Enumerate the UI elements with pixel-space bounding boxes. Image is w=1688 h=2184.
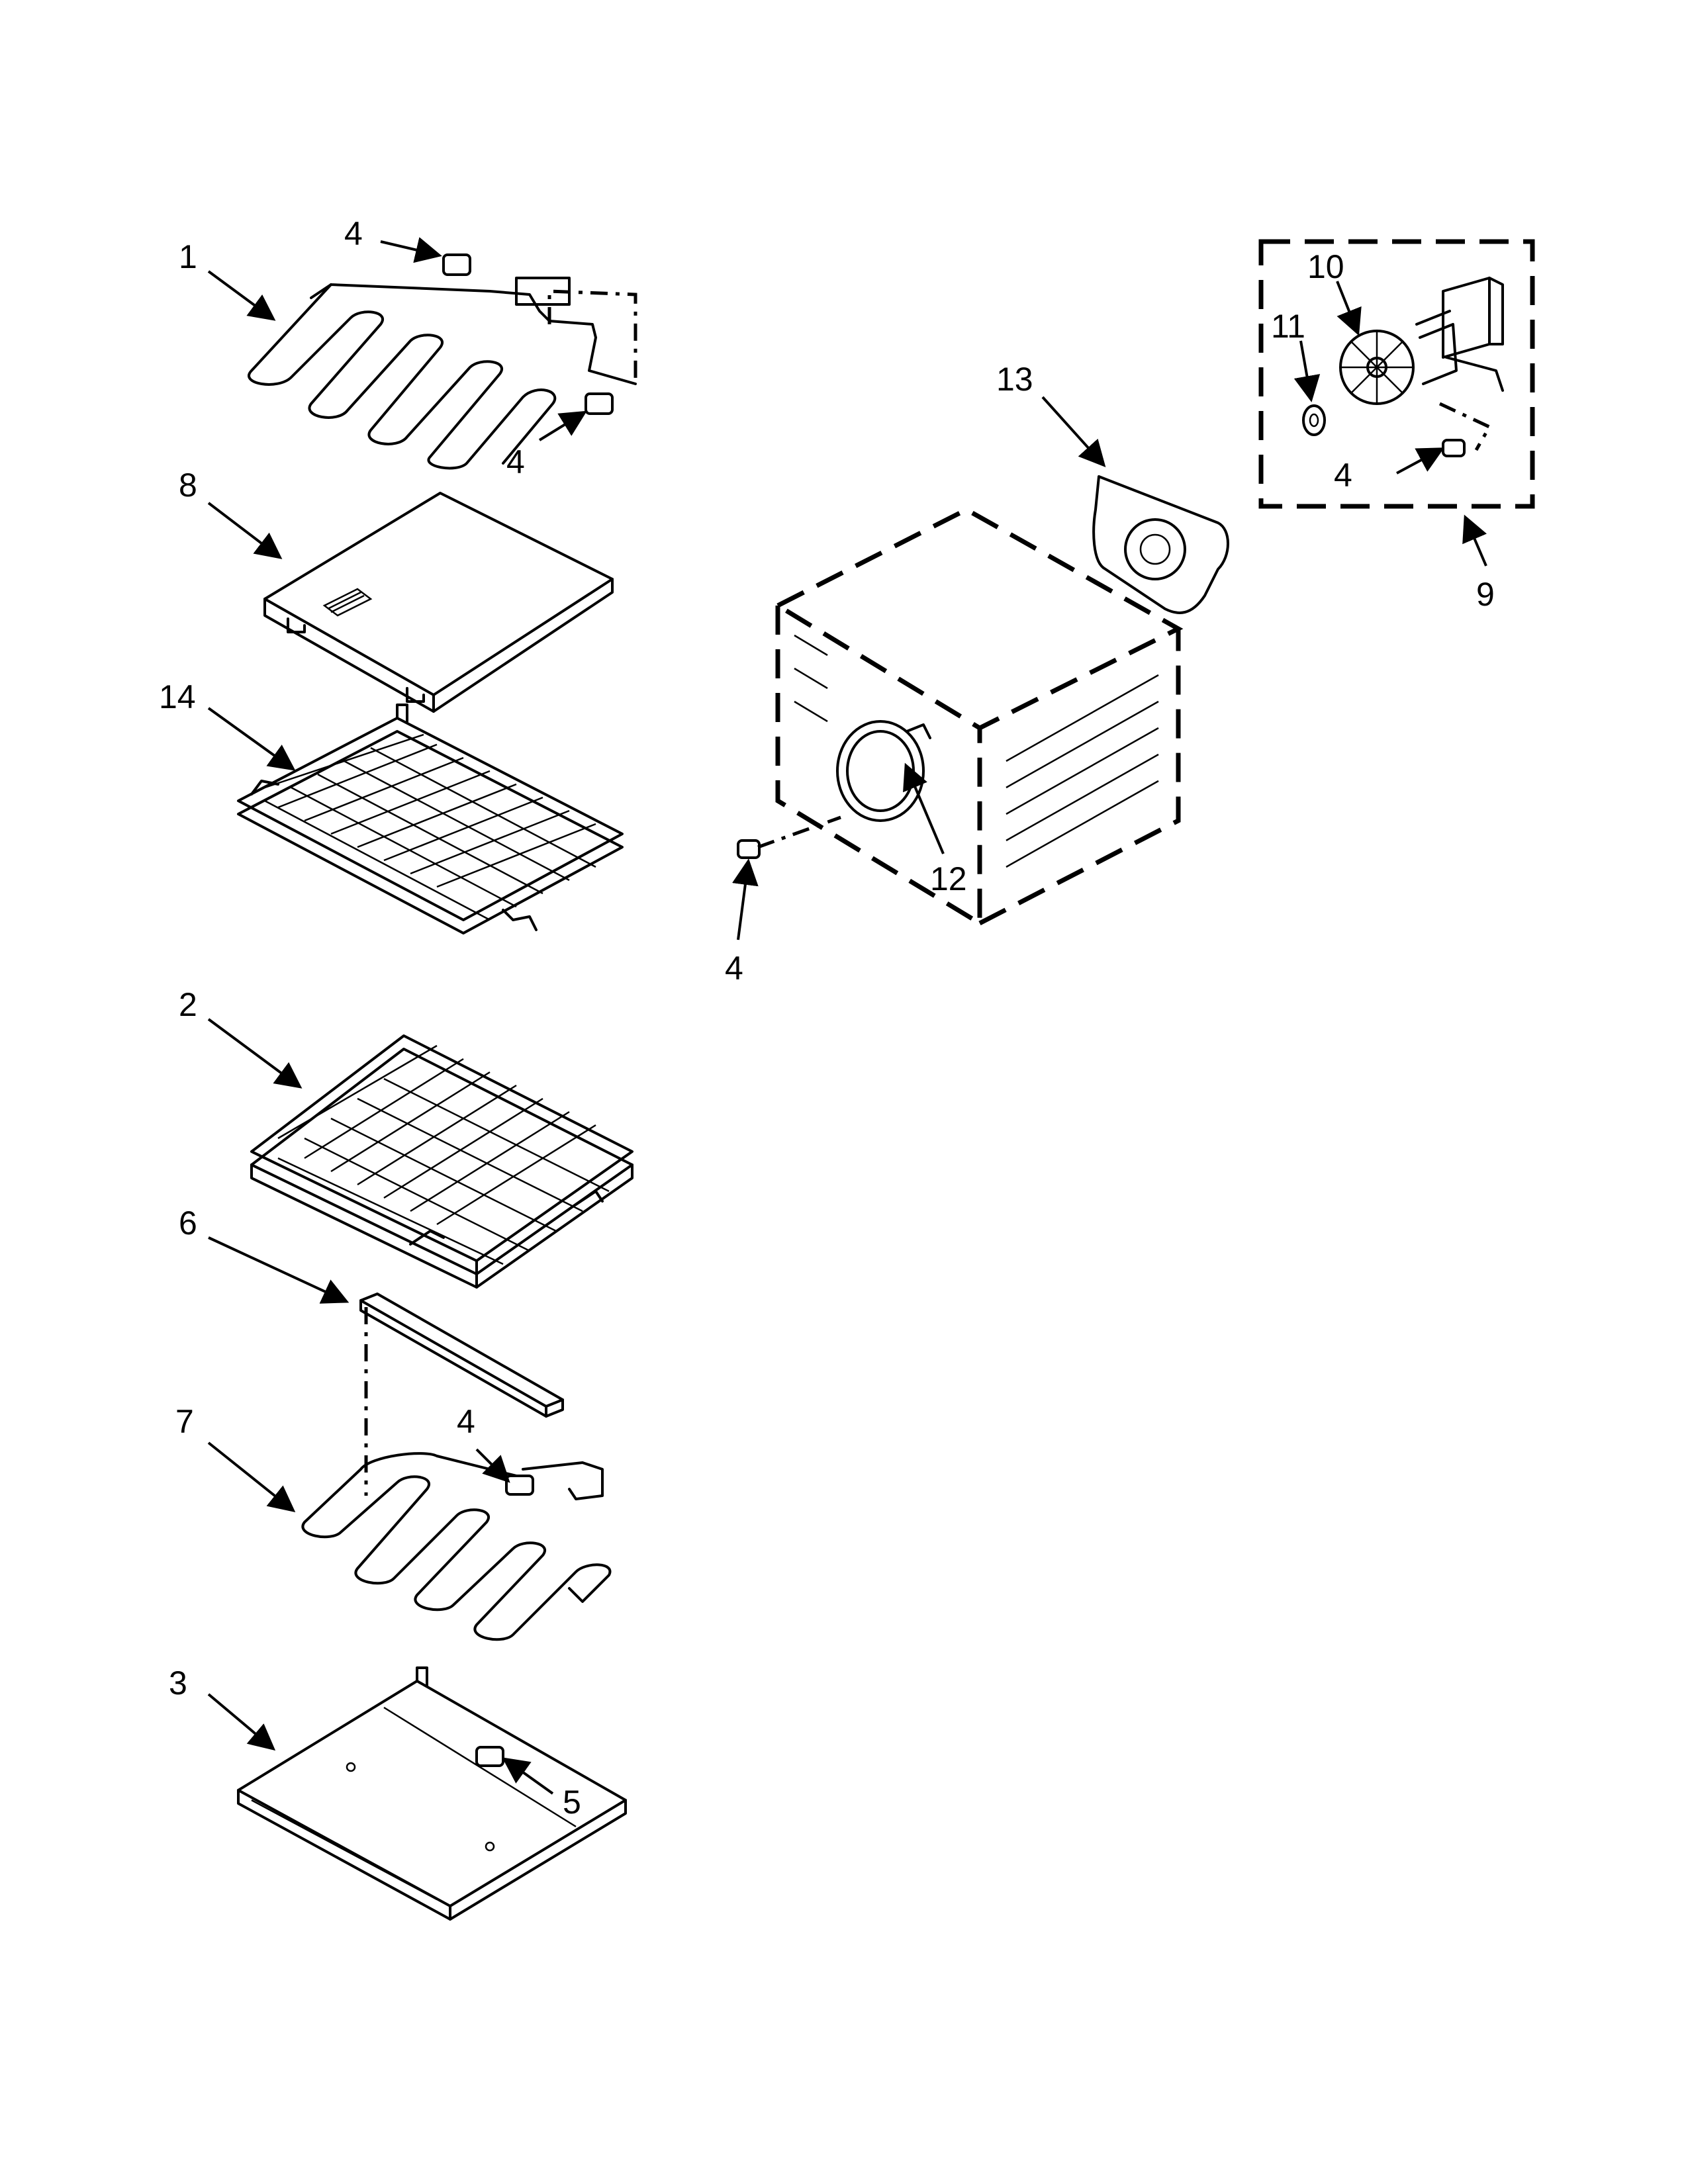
callout-4: 4 <box>506 443 525 480</box>
callout-10: 10 <box>1307 248 1344 285</box>
callout-13: 13 <box>996 361 1033 398</box>
callout-1: 1 <box>179 238 197 275</box>
bottom-panel-icon <box>237 1666 627 1921</box>
callout-12: 12 <box>930 860 967 897</box>
baffle-plate-icon <box>263 492 614 713</box>
callout-4: 4 <box>1334 457 1352 494</box>
roll-out-rack-icon <box>250 1034 633 1289</box>
kit-boundary-box <box>1258 239 1535 509</box>
screw-icon <box>1442 439 1466 457</box>
callout-11: 11 <box>1271 308 1305 345</box>
screw-icon <box>737 839 761 859</box>
callout-labels: 1 4 4 8 14 2 6 7 4 3 5 13 10 11 4 9 12 4 <box>159 215 1495 1821</box>
convection-element-icon <box>836 720 931 822</box>
screw-alignment-line <box>757 815 841 849</box>
nut-icon <box>1302 404 1326 436</box>
bake-element-icon <box>301 1452 612 1641</box>
fan-blade-icon <box>1339 330 1415 405</box>
callout-7: 7 <box>175 1403 194 1440</box>
callout-8: 8 <box>179 467 197 504</box>
callout-4: 4 <box>457 1403 475 1440</box>
callout-6: 6 <box>179 1205 197 1242</box>
leader-arrows <box>207 237 1487 1795</box>
oven-cavity-icon <box>773 507 1184 928</box>
oven-rack-icon <box>237 704 624 934</box>
broil-element-icon <box>248 253 637 470</box>
callout-2: 2 <box>179 986 197 1023</box>
callout-5: 5 <box>563 1784 581 1821</box>
fan-cover-icon <box>1092 475 1229 614</box>
callout-9: 9 <box>1476 576 1495 613</box>
callout-4: 4 <box>344 215 363 252</box>
callout-3: 3 <box>169 1664 187 1702</box>
trim-strip-icon <box>359 1293 564 1418</box>
callout-4: 4 <box>725 950 743 987</box>
callout-14: 14 <box>159 678 196 715</box>
fan-motor-icon <box>1415 277 1504 392</box>
